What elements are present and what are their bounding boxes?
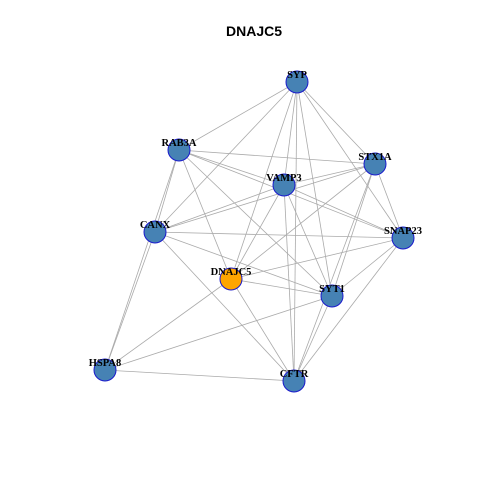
edge-syt1-hspa8: [104, 295, 333, 371]
edge-stx1a-dnajc5: [230, 163, 376, 280]
node-syp[interactable]: [285, 70, 309, 94]
edge-canx-syt1: [154, 231, 333, 297]
node-label-stx1a: STX1A: [358, 152, 392, 163]
edge-vamp3-canx: [154, 184, 285, 233]
node-label-dnajc5: DNAJC5: [211, 267, 252, 278]
edge-rab3a-syt1: [178, 149, 333, 297]
edge-vamp3-cftr: [283, 184, 295, 382]
edge-canx-hspa8: [104, 231, 156, 371]
node-label-vamp3: VAMP3: [266, 173, 301, 184]
node-label-cftr: CFTR: [280, 369, 309, 380]
edge-stx1a-vamp3: [283, 163, 376, 186]
edge-stx1a-syt1: [331, 163, 376, 297]
edge-syt1-cftr: [293, 295, 333, 382]
edge-rab3a-stx1a: [178, 149, 376, 165]
node-canx[interactable]: [143, 220, 167, 244]
edge-vamp3-syt1: [283, 184, 333, 297]
edge-rab3a-dnajc5: [178, 149, 232, 280]
edge-dnajc5-syt1: [230, 278, 333, 297]
node-syt1[interactable]: [320, 284, 344, 308]
edge-vamp3-snap23: [283, 184, 404, 239]
node-label-rab3a: RAB3A: [161, 138, 196, 149]
edge-rab3a-canx: [154, 149, 180, 233]
edge-dnajc5-hspa8: [104, 278, 232, 371]
node-stx1a[interactable]: [363, 152, 387, 176]
edge-rab3a-hspa8: [104, 149, 180, 371]
edge-rab3a-vamp3: [178, 149, 285, 186]
edge-canx-cftr: [154, 231, 295, 382]
edge-syp-dnajc5: [230, 81, 298, 280]
node-label-syt1: SYT1: [319, 284, 345, 295]
node-hspa8[interactable]: [93, 358, 117, 382]
node-dnajc5[interactable]: [219, 267, 243, 291]
nodes-layer: [93, 70, 415, 393]
edges-layer: [104, 81, 404, 382]
node-rab3a[interactable]: [167, 138, 191, 162]
edge-syp-canx: [154, 81, 298, 233]
edge-syp-snap23: [296, 81, 404, 239]
node-cftr[interactable]: [282, 369, 306, 393]
node-vamp3[interactable]: [272, 173, 296, 197]
edge-stx1a-cftr: [293, 163, 376, 382]
node-label-canx: CANX: [140, 220, 171, 231]
edge-syp-cftr: [293, 81, 298, 382]
edge-vamp3-dnajc5: [230, 184, 285, 280]
edge-dnajc5-cftr: [230, 278, 295, 382]
edge-snap23-syt1: [331, 237, 404, 297]
node-label-hspa8: HSPA8: [89, 358, 121, 369]
edge-stx1a-canx: [154, 163, 376, 233]
edge-syp-stx1a: [296, 81, 376, 165]
graph-title: DNAJC5: [226, 23, 282, 39]
edge-snap23-dnajc5: [230, 237, 404, 280]
edge-stx1a-snap23: [374, 163, 404, 239]
edge-hspa8-cftr: [104, 369, 295, 382]
node-snap23[interactable]: [391, 226, 415, 250]
node-label-snap23: SNAP23: [384, 226, 422, 237]
edge-snap23-cftr: [293, 237, 404, 382]
node-label-syp: SYP: [287, 70, 307, 81]
edge-syp-rab3a: [178, 81, 298, 151]
edge-canx-snap23: [154, 231, 404, 239]
edge-syp-syt1: [296, 81, 333, 297]
edge-syp-vamp3: [283, 81, 298, 186]
